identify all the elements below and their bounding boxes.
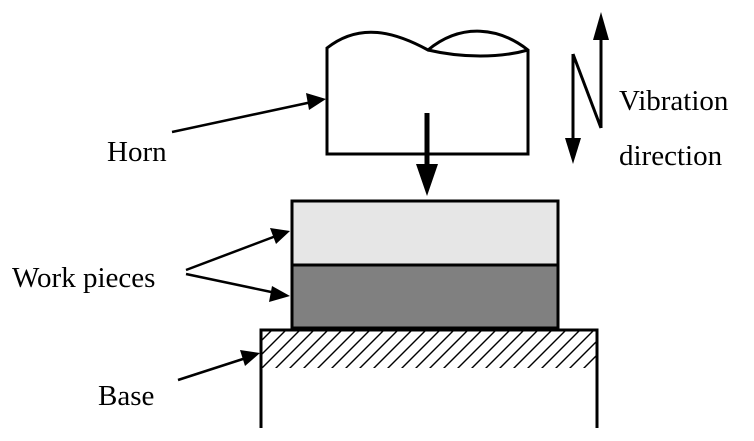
vibration-arrow-up-head xyxy=(593,12,609,40)
work-pieces-leader-arrow-lower xyxy=(185,272,290,302)
vibration-diagonal xyxy=(571,53,603,129)
lower-work-piece xyxy=(290,263,560,330)
vibration-arrow-down-head xyxy=(565,138,581,164)
horn-wave-divider xyxy=(427,48,529,58)
work-pieces-leader-arrow-upper xyxy=(185,228,290,272)
base-leader-arrow xyxy=(177,350,260,382)
base-hatched-top xyxy=(261,330,597,368)
upper-work-piece xyxy=(290,199,560,267)
vibration-label-line2: direction xyxy=(619,140,723,172)
pressure-arrow-head xyxy=(416,164,438,196)
work-pieces-label: Work pieces xyxy=(12,262,155,294)
horn-leader-arrow xyxy=(171,93,326,134)
horn-label: Horn xyxy=(107,136,167,168)
vibration-label-line1: Vibration xyxy=(619,85,729,117)
base-outline xyxy=(259,328,599,428)
base-label: Base xyxy=(98,380,154,412)
